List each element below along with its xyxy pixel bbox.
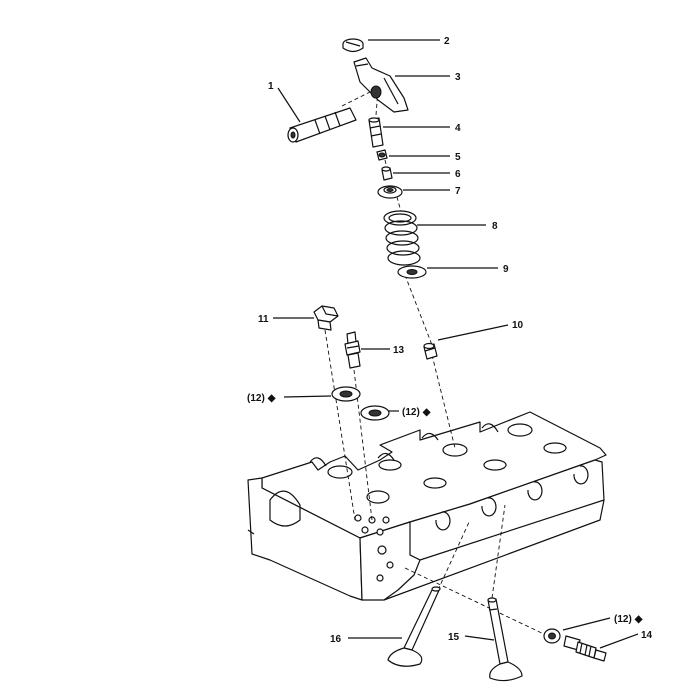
callout-labels: 1 2 3 4 5 6 7 8 9 10 11 13 (12)◆ (12)◆ (… (247, 36, 653, 645)
callout-2: 2 (444, 36, 450, 47)
callout-11: 11 (258, 314, 269, 325)
callout-6: 6 (455, 169, 461, 180)
callout-8: 8 (492, 221, 498, 232)
callout-1: 1 (268, 81, 274, 92)
callout-13: 13 (393, 345, 405, 356)
part-12-washer-upper (331, 386, 361, 402)
part-12-washer-right (543, 628, 561, 644)
part-2-cap (342, 38, 364, 53)
diamond-icon: ◆ (634, 614, 643, 625)
cylinder-head (247, 411, 607, 601)
callout-15: 15 (448, 632, 460, 643)
leader-lines (273, 39, 639, 649)
callout-7: 7 (455, 186, 461, 197)
part-4-pushrod (368, 117, 384, 148)
part-6-collet (381, 166, 393, 181)
part-8-valve-spring (383, 210, 421, 266)
callout-4: 4 (455, 123, 461, 134)
assembly-lines (324, 89, 549, 637)
part-5-keeper (376, 149, 388, 161)
part-15-valve (487, 597, 523, 682)
callout-10: 10 (512, 320, 524, 331)
part-11-plug-bolt (313, 305, 339, 331)
part-12-washer-lower (360, 405, 390, 421)
callout-9: 9 (503, 264, 509, 275)
part-9-spring-seat (397, 265, 427, 279)
callout-14: 14 (641, 630, 653, 641)
part-13-fitting (344, 331, 361, 369)
part-10-guide-seal (423, 342, 438, 360)
callout-12-lower: (12)◆ (402, 407, 431, 418)
callout-12-upper: (12)◆ (247, 393, 276, 404)
part-14-sensor (563, 635, 607, 662)
callout-12-right: (12)◆ (614, 614, 643, 625)
diamond-icon: ◆ (422, 407, 431, 418)
diamond-icon: ◆ (267, 393, 276, 404)
part-3-rocker-arm (353, 57, 409, 113)
callout-3: 3 (455, 72, 461, 83)
part-16-valve (387, 586, 441, 667)
part-7-retainer (377, 185, 403, 199)
callout-16: 16 (330, 634, 342, 645)
callout-5: 5 (455, 152, 461, 163)
part-1-rocker-shaft (287, 107, 357, 143)
